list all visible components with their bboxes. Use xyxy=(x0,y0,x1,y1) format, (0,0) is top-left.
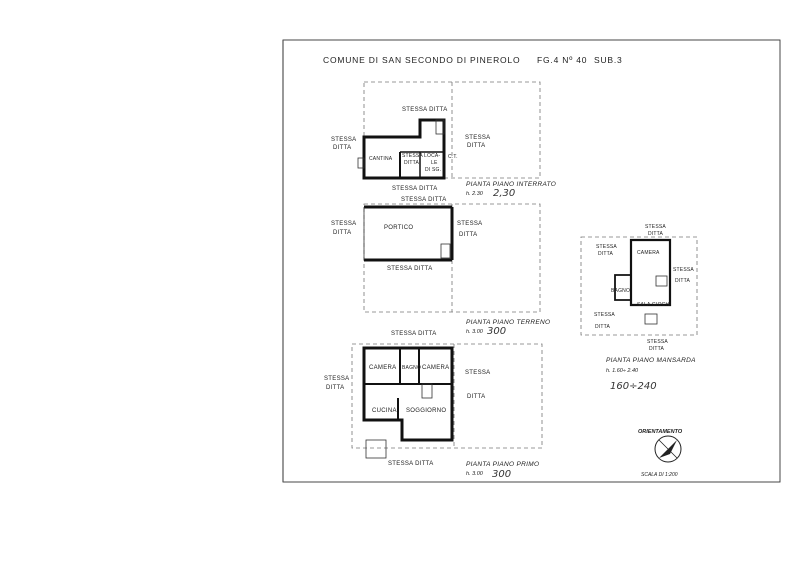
label-cucina: CUCINA xyxy=(372,408,397,414)
label-camera: CAMERA xyxy=(422,365,449,371)
bay-window xyxy=(357,157,365,169)
plan-primo: STESSA DITTA STESSA DITTA CAMERA BAGNO C… xyxy=(324,331,543,480)
height-primo: h. 3.00 xyxy=(466,471,484,477)
label-stessa: STESSA xyxy=(647,339,668,345)
label-soggiorno: SOGGIORNO xyxy=(406,408,446,414)
primo-outline xyxy=(351,343,543,449)
label-bagno: BAGNO xyxy=(402,365,421,371)
label-stessa: STESSA xyxy=(465,370,490,376)
plan-interrato: STESSA DITTA STESSA DITTA CANTINA STESSA… xyxy=(331,81,556,199)
height-interrato: h. 2.30 xyxy=(466,191,484,197)
hand-height-interrato: 2,30 xyxy=(493,188,515,199)
label-stessa-ditta: STESSA DITTA xyxy=(388,461,434,467)
stair-block xyxy=(440,243,451,259)
label-ditta: DITTA xyxy=(648,231,664,237)
label-stessa: STESSA xyxy=(402,153,423,159)
mansarda-bath xyxy=(614,274,632,301)
stair-block xyxy=(435,119,445,135)
label-stessa-ditta: STESSA DITTA xyxy=(401,197,447,203)
hand-height-mansarda: 160÷240 xyxy=(610,381,657,392)
label-cantina: CANTINA xyxy=(369,156,393,162)
label-stessa: STESSA xyxy=(645,224,666,230)
label-locale: LOCA- xyxy=(424,153,440,159)
caption-terreno: PIANTA PIANO TERRENO xyxy=(466,319,550,326)
label-ditta: DITTA xyxy=(467,143,485,149)
plan-mansarda: STESSA DITTA STESSA DITTA CAMERA STESSA … xyxy=(580,224,698,392)
sheet-ref: FG.4 Nº 40 xyxy=(537,55,587,65)
label-stessa: STESSA xyxy=(673,267,694,273)
label-stessa: STESSA xyxy=(457,221,482,227)
label-ditta: DITTA xyxy=(649,346,665,352)
label-ditta: DITTA xyxy=(326,385,344,391)
municipality-title: COMUNE DI SAN SECONDO DI PINEROLO xyxy=(323,55,520,65)
label-camera: CAMERA xyxy=(369,365,396,371)
sheet-frame xyxy=(282,39,781,483)
label-ditta: DITTA xyxy=(459,232,477,238)
label-stessa: STESSA xyxy=(331,137,356,143)
compass-icon xyxy=(654,435,682,463)
label-ditta: DITTA xyxy=(675,278,691,284)
sub-ref: SUB.3 xyxy=(594,55,623,65)
label-ditta: DITTA xyxy=(467,394,485,400)
label-ditta: DITTA xyxy=(333,145,351,151)
label-ditta: DITTA xyxy=(404,160,420,166)
legend: ORIENTAMENTO SCALA DI 1:200 xyxy=(638,429,683,478)
label-stessa: STESSA xyxy=(465,135,490,141)
label-ditta: DITTA xyxy=(598,251,614,257)
label-ditta: DITTA xyxy=(595,324,611,330)
label-stessa: STESSA xyxy=(331,221,356,227)
stair-block xyxy=(421,383,433,399)
caption-interrato: PIANTA PIANO INTERRATO xyxy=(466,181,556,188)
label-stessa-ditta: STESSA DITTA xyxy=(402,107,448,113)
hand-height-terreno: 300 xyxy=(487,326,506,337)
caption-mansarda: PIANTA PIANO MANSARDA xyxy=(606,357,696,364)
label-stessa-ditta: STESSA DITTA xyxy=(387,266,433,272)
hand-height-primo: 300 xyxy=(492,469,511,480)
label-locale-3: DI SG. xyxy=(425,167,441,173)
stair-block xyxy=(365,439,387,459)
scale-label: SCALA DI 1:200 xyxy=(641,472,678,478)
label-stessa: STESSA xyxy=(324,376,349,382)
label-stessa-ditta: STESSA DITTA xyxy=(392,186,438,192)
stair-block xyxy=(655,275,668,287)
label-stessa: STESSA xyxy=(594,312,615,318)
label-portico: PORTICO xyxy=(384,225,413,231)
label-ditta: DITTA xyxy=(333,230,351,236)
label-stessa-ditta: STESSA DITTA xyxy=(391,331,437,337)
label-locale-2: LE xyxy=(431,160,438,166)
label-camera: CAMERA xyxy=(637,250,660,256)
label-stessa: STESSA xyxy=(596,244,617,250)
height-mansarda: h. 1.60÷ 2.40 xyxy=(606,368,639,374)
orientation-label: ORIENTAMENTO xyxy=(638,429,683,435)
label-sala-giochi: SALA GIOCHI xyxy=(637,302,671,308)
mansarda-outline xyxy=(580,236,698,336)
label-ct: C.T. xyxy=(448,154,458,160)
label-bagno: BAGNO xyxy=(611,288,630,294)
primo-walls xyxy=(362,346,454,442)
plan-terreno: STESSA DITTA STESSA DITTA PORTICO STESSA… xyxy=(331,197,550,337)
skylight xyxy=(644,313,658,325)
height-terreno: h. 3.00 xyxy=(466,329,484,335)
caption-primo: PIANTA PIANO PRIMO xyxy=(466,461,539,468)
